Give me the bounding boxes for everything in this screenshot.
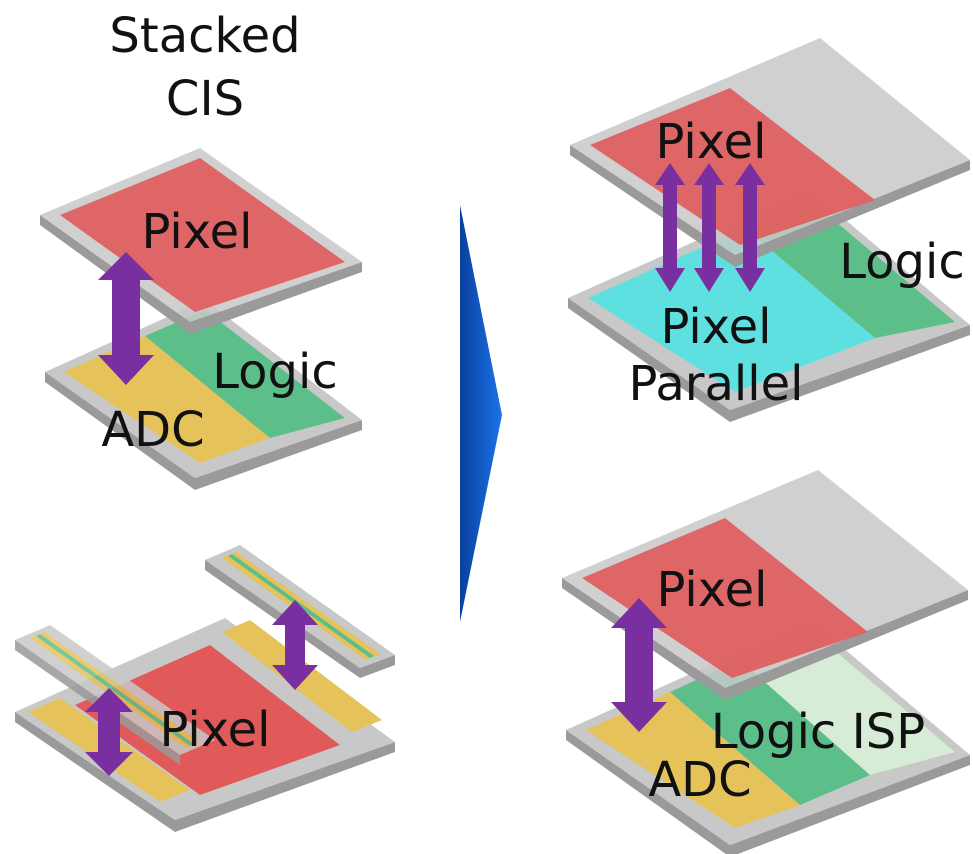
label-logic: Logic [212,344,337,400]
label-adc: ADC [101,402,204,458]
label-logic: Logic [839,234,964,290]
title-line-1: Stacked [109,8,300,64]
pixel-block [590,88,875,245]
die-substrate-side [570,145,970,267]
parallel-arrow-1 [655,163,685,292]
die-substrate-side [15,712,395,832]
parallel-arrow-2 [694,163,724,292]
left-bottom-stack: Pixel [15,545,395,832]
label-pixel: Pixel [141,204,252,260]
parallel-arrow-3 [735,163,765,292]
label-pixel-parallel-line2: Parallel [629,356,804,412]
label-pixel: Pixel [656,562,767,618]
label-pixel-parallel-line1: Pixel [660,299,771,355]
logic-block [145,310,345,438]
pixel-block [582,518,868,678]
interconnect-arrow-left [85,688,133,776]
pixel-block [60,158,345,312]
label-pixel: Pixel [655,114,766,170]
floating-strip-left [15,625,215,765]
label-logic-isp: Logic ISP [711,704,925,760]
label-pixel: Pixel [159,702,270,758]
die-substrate-side [568,298,970,422]
interconnect-arrow-right [272,600,318,690]
right-bottom-stack: Pixel Logic ISP ADC [562,470,970,854]
title-line-2: CIS [166,71,244,127]
transition-arrow [460,205,502,622]
pixel-block [75,645,340,795]
interconnect-arrow [611,598,667,732]
right-top-stack: Pixel Logic Pixel Parallel [568,38,970,422]
left-top-stack: Pixel Logic ADC [40,148,362,490]
label-adc: ADC [648,752,751,808]
right-top-top-die [570,38,970,267]
interconnect-arrow [98,252,154,385]
left-top-top-die [40,148,362,334]
die-substrate-side [566,730,970,854]
